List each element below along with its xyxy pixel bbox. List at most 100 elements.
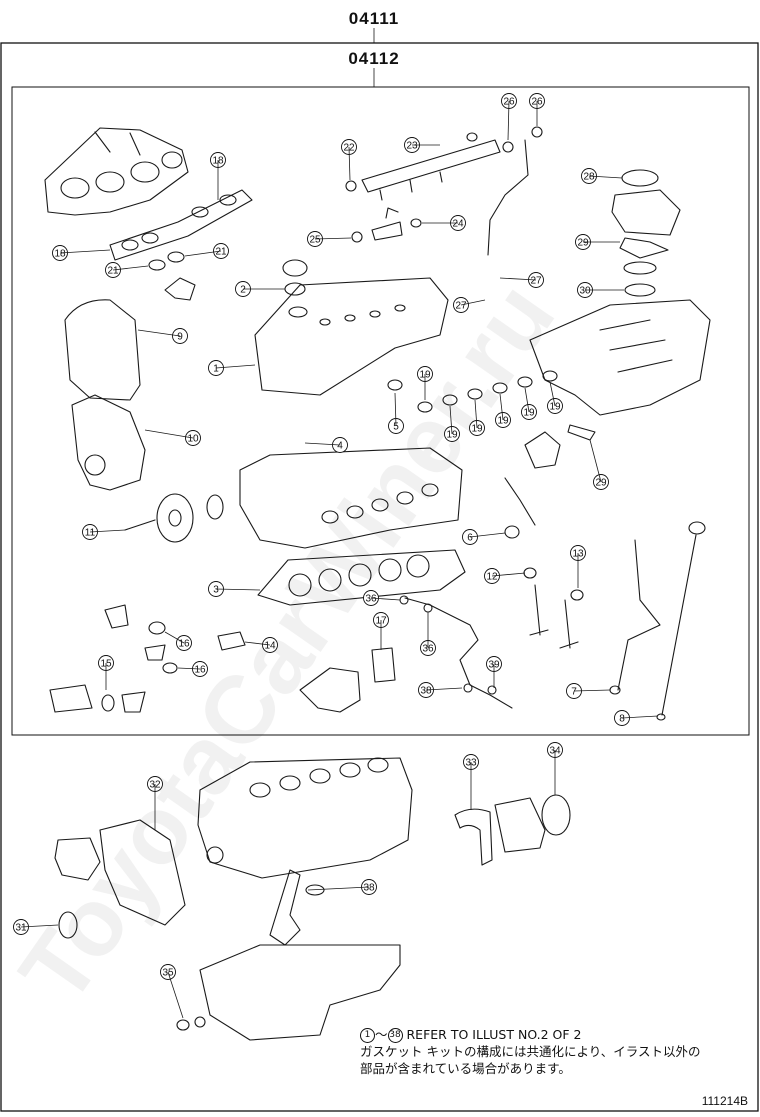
callout-number: 21 bbox=[107, 266, 119, 277]
callout-number: 19 bbox=[497, 416, 509, 427]
leader-c14 bbox=[244, 641, 271, 646]
callout-number: 27 bbox=[530, 276, 542, 287]
leader-c22 bbox=[348, 146, 351, 181]
injector-seals bbox=[345, 126, 543, 192]
valve-cover bbox=[254, 277, 449, 396]
subkit-code[interactable]: 04112 bbox=[348, 49, 399, 68]
callout-number: 9 bbox=[177, 332, 183, 343]
leader-c26a bbox=[507, 100, 510, 141]
leader-c5 bbox=[394, 392, 397, 427]
callout-number: 6 bbox=[467, 533, 473, 544]
fuel-rail bbox=[361, 139, 501, 201]
water-outlet bbox=[524, 431, 561, 469]
timing-cover-upper bbox=[64, 299, 141, 401]
leader-c18b bbox=[59, 249, 111, 254]
head-gasket bbox=[257, 549, 466, 606]
note-refer-line: 1～38 REFER TO ILLUST NO.2 OF 2 bbox=[360, 1026, 750, 1043]
leader-c16b bbox=[177, 667, 201, 670]
callout-number: 4 bbox=[337, 441, 343, 452]
leader-c28 bbox=[588, 175, 623, 179]
leader-c21a bbox=[112, 265, 149, 271]
oil-seal bbox=[206, 494, 224, 520]
callout-number: 7 bbox=[571, 687, 577, 698]
subkit-frame bbox=[11, 86, 750, 736]
thermostat-housing bbox=[299, 667, 361, 713]
range-start-callout: 1 bbox=[360, 1028, 375, 1043]
kit-code[interactable]: 04111 bbox=[349, 9, 399, 28]
oil-cap-seal bbox=[284, 282, 306, 296]
callout-number: 12 bbox=[486, 572, 498, 583]
callout-number: 38 bbox=[363, 883, 375, 894]
front-oil-seal bbox=[58, 911, 78, 939]
exhaust-manifold-gasket bbox=[109, 189, 253, 261]
leader-c35 bbox=[167, 971, 184, 1019]
callout-number: 21 bbox=[215, 247, 227, 258]
leader-c31 bbox=[20, 924, 59, 928]
callout-number: 19 bbox=[549, 402, 561, 413]
leader-c12 bbox=[491, 572, 526, 577]
callout-number: 27 bbox=[455, 301, 467, 312]
callout-number: 11 bbox=[85, 528, 96, 539]
leader-c27b bbox=[460, 299, 486, 306]
leader-c36a bbox=[370, 597, 401, 601]
dipstick-guide bbox=[609, 539, 661, 695]
callout-number: 36 bbox=[422, 644, 434, 655]
note-jp-line-2: 部品が含まれている場合があります。 bbox=[360, 1061, 571, 1076]
rear-oil-seal bbox=[541, 794, 571, 836]
dipstick bbox=[656, 521, 706, 721]
leader-c19c bbox=[474, 399, 478, 429]
callout-number: 16 bbox=[178, 639, 190, 650]
drain-plug bbox=[176, 1016, 206, 1031]
callout-number: 16 bbox=[194, 665, 206, 676]
valves bbox=[523, 567, 584, 649]
callout-number: 30 bbox=[579, 286, 591, 297]
callout-number: 1 bbox=[213, 364, 219, 375]
note: 1～38 REFER TO ILLUST NO.2 OF 2 ガスケット キット… bbox=[360, 1026, 750, 1077]
leader-c19f bbox=[549, 381, 556, 407]
leader-c11 bbox=[89, 529, 126, 533]
callout-number: 18 bbox=[54, 249, 66, 260]
callout-number: 25 bbox=[309, 235, 321, 246]
leader-c19e bbox=[524, 387, 530, 413]
callout-number: 19 bbox=[471, 424, 483, 435]
callout-number: 24 bbox=[452, 219, 464, 230]
leader-c21b bbox=[184, 250, 222, 257]
callout-number: 38 bbox=[420, 686, 432, 697]
knock-sensor-hose bbox=[504, 477, 536, 539]
leader-c8 bbox=[621, 715, 659, 719]
kit-frame bbox=[0, 42, 759, 1112]
leader-c27a bbox=[499, 277, 537, 281]
rear-seal-retainer bbox=[454, 797, 546, 866]
throttle-body bbox=[611, 169, 681, 297]
crank-pulley bbox=[124, 493, 194, 543]
water-pump-gasket bbox=[54, 837, 101, 881]
callout-number: 2 bbox=[240, 285, 246, 296]
callout-number: 29 bbox=[595, 478, 607, 489]
cylinder-block bbox=[197, 757, 413, 879]
oil-filler-cap bbox=[282, 259, 308, 277]
valve-stem-seals bbox=[387, 370, 558, 413]
leader-c9 bbox=[137, 329, 181, 337]
manifold-gaskets-21 bbox=[148, 251, 185, 271]
leader-c38a bbox=[425, 687, 463, 691]
leader-c7 bbox=[573, 689, 611, 692]
callout-number: 5 bbox=[393, 422, 399, 433]
illustration-code: 111214B bbox=[701, 1094, 748, 1108]
callout-number: 31 bbox=[15, 923, 27, 934]
gasket-17 bbox=[371, 647, 396, 683]
callout-number: 19 bbox=[523, 408, 535, 419]
callout-number: 3 bbox=[213, 585, 219, 596]
water-inlet-parts bbox=[49, 604, 246, 713]
callout-number: 36 bbox=[365, 594, 377, 605]
refer-text: REFER TO ILLUST NO.2 OF 2 bbox=[406, 1027, 582, 1042]
oil-line bbox=[399, 595, 513, 709]
leader-c10 bbox=[144, 429, 194, 439]
note-jp-line-1: ガスケット キットの構成には共通化により、イラスト以外の bbox=[360, 1044, 701, 1059]
timing-cover-lower bbox=[71, 394, 146, 491]
leader-c38b bbox=[307, 886, 370, 891]
leader-lines bbox=[20, 100, 659, 1019]
exhaust-manifold bbox=[44, 127, 189, 216]
oil-pan bbox=[199, 944, 401, 1041]
leader-c4 bbox=[304, 442, 341, 446]
